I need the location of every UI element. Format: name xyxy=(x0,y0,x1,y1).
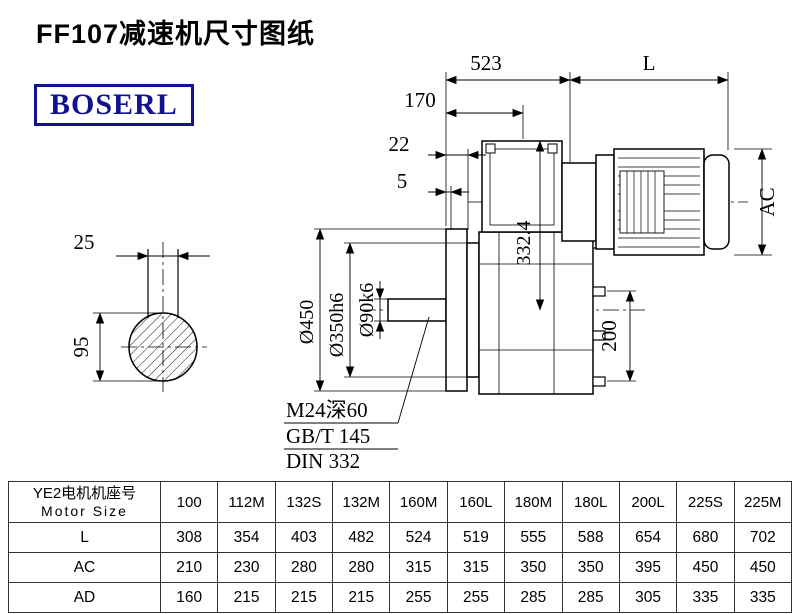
note-gb: GB/T 145 xyxy=(286,424,370,448)
value-cell: 450 xyxy=(733,552,793,583)
value-cell: 255 xyxy=(446,582,506,613)
note-tap: M24深60 xyxy=(286,398,368,422)
value-cell: 482 xyxy=(332,522,391,553)
table-row-L: L 308 354 403 482 524 519 555 588 654 68… xyxy=(8,522,793,553)
value-cell: 305 xyxy=(618,582,678,613)
size-col-header: 132S xyxy=(274,481,334,523)
value-cell: 702 xyxy=(733,522,793,553)
value-cell: 335 xyxy=(733,582,793,613)
dim-motor-ac: AC xyxy=(755,187,779,216)
motor-size-header-cn: YE2电机机座号 xyxy=(32,485,137,502)
size-col-header: 225S xyxy=(676,481,735,523)
row-label: AC xyxy=(8,552,161,583)
dimension-lines xyxy=(284,72,772,450)
value-cell: 519 xyxy=(446,522,506,553)
value-cell: 285 xyxy=(561,582,620,613)
size-col-header: 180M xyxy=(504,481,563,523)
value-cell: 350 xyxy=(561,552,620,583)
value-cell: 160 xyxy=(159,582,219,613)
table-row-AD: AD 160 215 215 215 255 255 285 285 305 3… xyxy=(8,582,793,613)
dim-overall-width: 523 xyxy=(470,51,502,75)
dim-key-width: 25 xyxy=(74,230,95,254)
value-cell: 315 xyxy=(446,552,506,583)
value-cell: 403 xyxy=(274,522,334,553)
row-label: AD xyxy=(8,582,161,613)
value-cell: 354 xyxy=(217,522,276,553)
value-cell: 524 xyxy=(389,522,448,553)
value-cell: 285 xyxy=(504,582,563,613)
value-cell: 395 xyxy=(618,552,678,583)
size-col-header: 200L xyxy=(618,481,678,523)
table-row-AC: AC 210 230 280 280 315 315 350 350 395 4… xyxy=(8,552,793,583)
dim-offset-5: 5 xyxy=(397,169,408,193)
size-col-header: 132M xyxy=(332,481,391,523)
value-cell: 215 xyxy=(217,582,276,613)
value-cell: 280 xyxy=(332,552,391,583)
dim-shaft-dia: Ø90k6 xyxy=(356,283,378,337)
technical-drawing: 25 95 xyxy=(69,51,779,473)
dim-offset-22: 22 xyxy=(389,132,410,156)
dim-motor-length: L xyxy=(643,51,656,75)
value-cell: 230 xyxy=(217,552,276,583)
note-din: DIN 332 xyxy=(286,449,360,473)
logo-text: BOSERL xyxy=(50,88,178,121)
dim-spigot-dia: Ø350h6 xyxy=(326,293,348,357)
motor xyxy=(561,148,730,256)
dim-flange-od: Ø450 xyxy=(296,300,318,344)
size-col-header: 160L xyxy=(446,481,506,523)
motor-size-header-en: Motor Size xyxy=(41,503,128,519)
value-cell: 280 xyxy=(274,552,334,583)
dim-offset-170: 170 xyxy=(404,88,436,112)
shaft-section-view xyxy=(93,249,210,382)
boserl-logo: BOSERL xyxy=(34,84,194,126)
motor-size-table: YE2电机机座号 Motor Size 100 112M 132S 132M 1… xyxy=(8,481,793,613)
dim-side-height: 200 xyxy=(597,320,621,352)
size-col-header: 160M xyxy=(389,481,448,523)
page-title: FF107减速机尺寸图纸 xyxy=(36,19,316,49)
size-col-header: 100 xyxy=(159,481,219,523)
value-cell: 215 xyxy=(274,582,334,613)
row-label: L xyxy=(8,522,161,553)
value-cell: 555 xyxy=(504,522,563,553)
size-col-header: 112M xyxy=(217,481,276,523)
value-cell: 315 xyxy=(389,552,448,583)
value-cell: 335 xyxy=(676,582,735,613)
value-cell: 210 xyxy=(159,552,219,583)
value-cell: 308 xyxy=(159,522,219,553)
dim-center-height: 332.4 xyxy=(513,221,535,266)
value-cell: 350 xyxy=(504,552,563,583)
value-cell: 255 xyxy=(389,582,448,613)
value-cell: 680 xyxy=(676,522,735,553)
value-cell: 450 xyxy=(676,552,735,583)
size-col-header: 225M xyxy=(733,481,793,523)
value-cell: 588 xyxy=(561,522,620,553)
size-col-header: 180L xyxy=(561,481,620,523)
table-header-row: YE2电机机座号 Motor Size 100 112M 132S 132M 1… xyxy=(8,481,793,523)
value-cell: 215 xyxy=(332,582,391,613)
gearbox-body xyxy=(387,140,606,395)
value-cell: 654 xyxy=(618,522,678,553)
motor-size-header: YE2电机机座号 Motor Size xyxy=(8,481,161,523)
dim-section-height: 95 xyxy=(69,337,93,358)
